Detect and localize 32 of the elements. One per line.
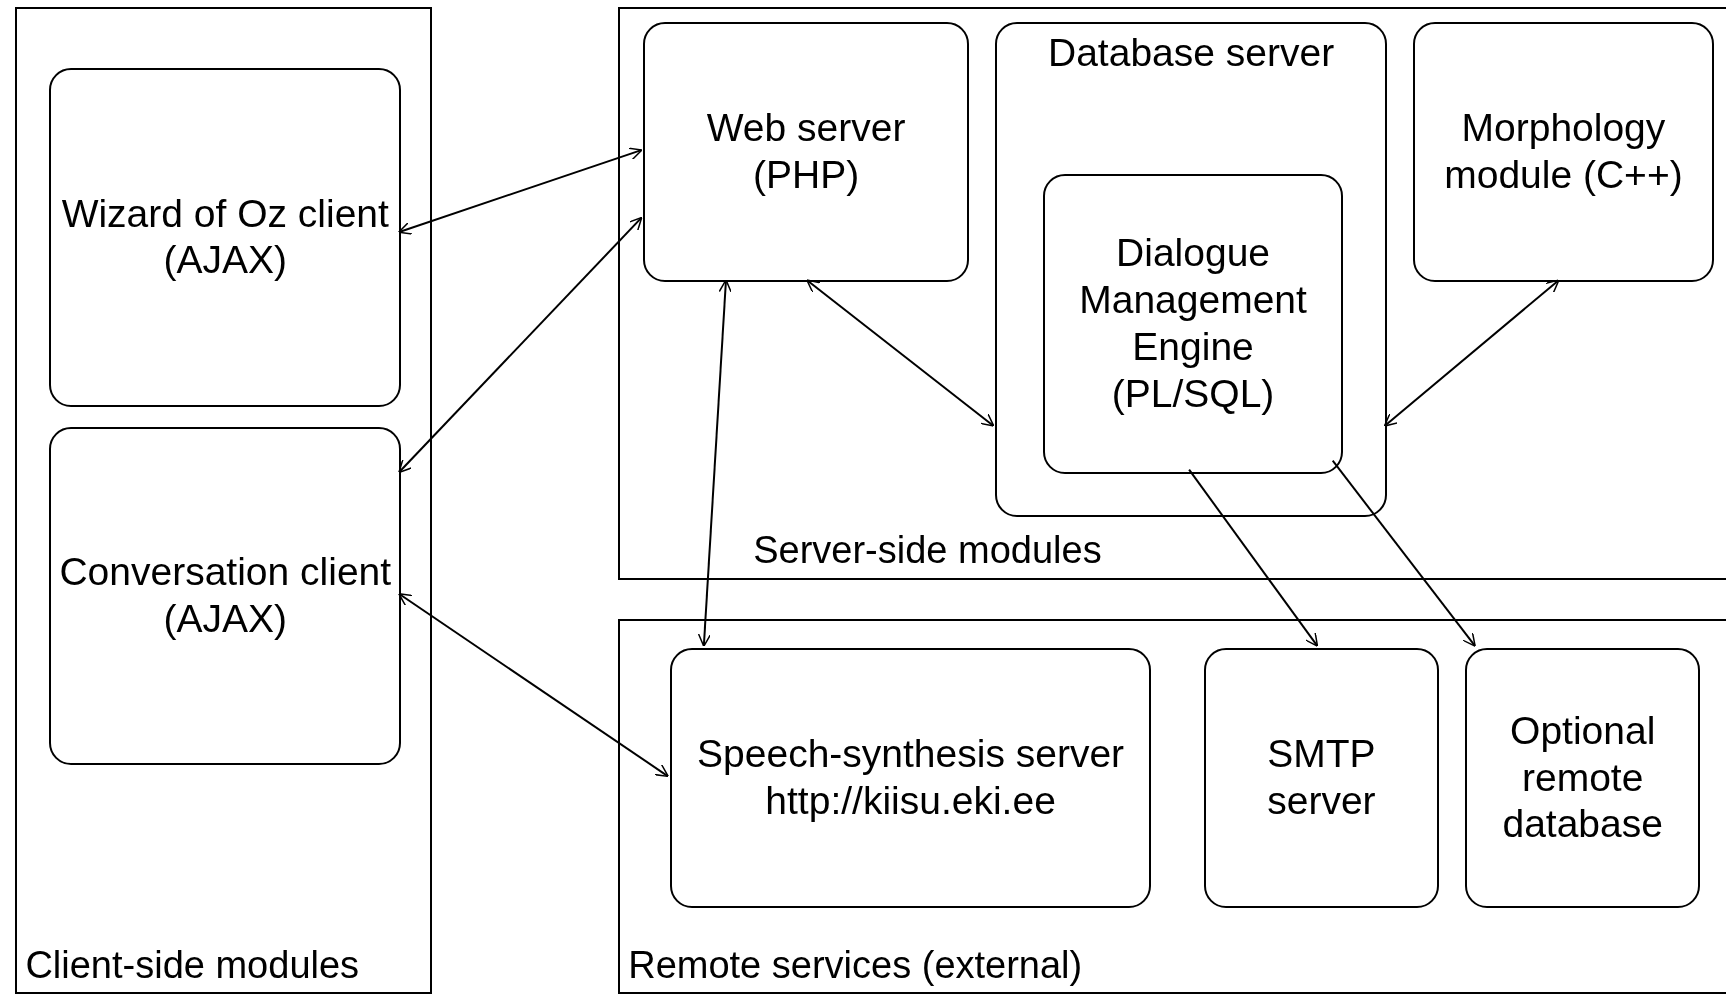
module-box: [49, 426, 402, 766]
arrow: [1188, 468, 1319, 647]
group-frame: [618, 619, 1726, 995]
module-label: Morphology module (C++): [1443, 105, 1684, 199]
module-label: Dialogue Management Engine (PL/SQL): [1078, 230, 1308, 417]
module-label: Speech-synthesis server http://kiisu.eki.ee: [696, 731, 1126, 825]
module-box: [1465, 647, 1701, 909]
arrow: [398, 147, 643, 235]
group-label: Server-side modules: [753, 528, 1102, 574]
arrow: [1331, 459, 1476, 647]
module-box: [49, 68, 402, 407]
module-box: [669, 647, 1152, 909]
group-label: Remote services (external): [628, 942, 1083, 988]
arrow: [1383, 279, 1560, 427]
module-box: [1043, 174, 1343, 474]
group-frame: [15, 6, 433, 995]
module-label: Wizard of Oz client (AJAX): [60, 190, 390, 284]
arrow: [398, 216, 643, 474]
module-label: Conversation client (AJAX): [58, 549, 393, 642]
module-box: [643, 21, 969, 283]
module-box: [1204, 647, 1439, 909]
module-label: Web server (PHP): [705, 105, 907, 199]
arrow: [806, 279, 995, 427]
group-frame: [618, 6, 1726, 580]
module-label: Optional remote database: [1501, 707, 1664, 848]
module-box: [995, 21, 1387, 517]
module-label: SMTP server: [1266, 731, 1377, 825]
module-box: [1413, 21, 1714, 283]
arrow: [697, 279, 732, 648]
arrow: [398, 592, 669, 778]
group-label: Client-side modules: [25, 942, 360, 988]
module-label: Database server: [1048, 29, 1335, 76]
